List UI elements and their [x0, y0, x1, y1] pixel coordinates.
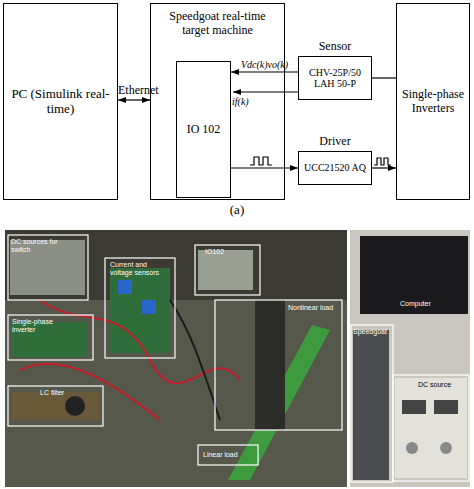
callout-box: [393, 375, 469, 481]
io-board: [198, 250, 253, 290]
callout-box: [215, 300, 342, 430]
process-box: Single-phase Inverters: [396, 3, 470, 200]
connector: [372, 77, 396, 78]
box-text: UCC21520 AQ: [304, 162, 366, 174]
process-box: PC (Simulink real-time): [3, 3, 118, 200]
knob: [440, 442, 452, 454]
knob: [406, 442, 418, 454]
display: [434, 400, 458, 414]
filter-board: [12, 392, 100, 420]
wire: [170, 300, 220, 420]
process-box: SensorCHV-25P/50 LAH 50-P: [298, 56, 372, 100]
connector: [231, 167, 298, 168]
callout-box: [8, 315, 93, 360]
lab-photo: [350, 230, 470, 487]
photo-callout: Speedgoat: [353, 328, 393, 336]
bench: [5, 300, 347, 487]
edge-label: Vdc(k)vo(k): [231, 59, 298, 70]
callout-box: [351, 325, 393, 482]
io-box: IO 102: [176, 61, 231, 198]
photo-callout: Single-phase inverter: [12, 318, 60, 333]
wire: [40, 300, 240, 383]
sensor-part: [142, 300, 156, 314]
pulse-symbol: [374, 158, 391, 165]
photo-callout: Computer: [400, 300, 460, 308]
photo-callout: Linear load: [203, 451, 255, 459]
callout-box: [198, 445, 258, 465]
connector: [372, 167, 396, 168]
photo-callout: LC filter: [40, 389, 85, 397]
signal-arrow: [233, 91, 298, 92]
callout-box: [105, 258, 175, 358]
box-text: IO 102: [187, 123, 221, 137]
photo-callout: DC sources for switch: [11, 238, 61, 253]
callout-box: [8, 235, 88, 300]
connector: [118, 99, 150, 100]
wire: [20, 364, 160, 420]
callout-box: [8, 386, 103, 426]
sensor-board: [110, 268, 170, 353]
callout-box: [195, 245, 260, 295]
connector: [231, 71, 298, 72]
speedgoat-tower: [353, 330, 389, 480]
signal-label: if(k): [232, 96, 282, 107]
box-text: PC (Simulink real-time): [7, 87, 114, 117]
signal-label: (a): [222, 203, 252, 217]
lab-photo: [5, 230, 347, 487]
sensor-part: [118, 280, 132, 294]
box-text: CHV-25P/50 LAH 50-P: [302, 67, 368, 90]
nonlinear-load: [255, 300, 285, 430]
box-text: Single-phase Inverters: [400, 88, 466, 116]
box-heading: Sensor: [299, 40, 371, 54]
monitor: [360, 236, 468, 314]
edge-label: Ethernet: [118, 84, 150, 97]
process-box: DriverUCC21520 AQ: [298, 151, 372, 185]
display: [402, 400, 426, 414]
photo-callout: Nonlinear load: [288, 304, 338, 312]
photo-callout: IO102: [205, 248, 245, 256]
photo-callout: DC source: [418, 381, 466, 389]
box-text: Speedgoat real-time target machine: [155, 10, 280, 38]
dc-source: [395, 378, 467, 478]
inductor: [65, 396, 85, 416]
process-box: Speedgoat real-time target machine IO 102: [150, 3, 285, 200]
pulse-symbol: [250, 157, 272, 165]
photo-callout: Current and voltage sensors: [110, 261, 168, 276]
box-heading: Driver: [299, 135, 371, 149]
